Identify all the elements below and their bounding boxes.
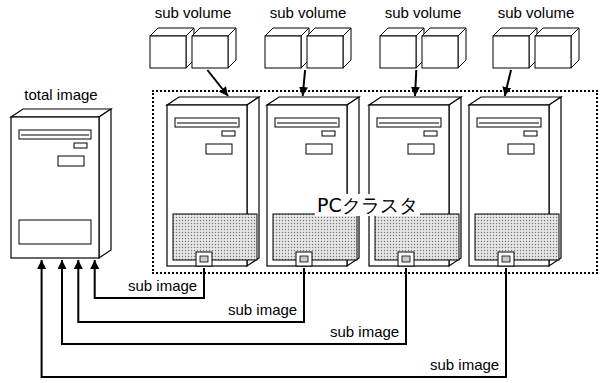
cluster-pc <box>468 96 562 268</box>
sub-volume-cubes <box>263 22 353 70</box>
pc-cluster-region: PCクラスタ <box>152 90 598 274</box>
sub-volume-cubes <box>491 22 581 70</box>
node-heading: total image <box>10 86 112 104</box>
total-image-pc: total image <box>10 86 112 260</box>
edge-label: sub image <box>127 277 198 295</box>
sub-volume-node: sub volume <box>488 4 584 70</box>
cluster-pc <box>266 96 360 268</box>
cluster-pc <box>166 96 260 268</box>
sub-volume-node: sub volume <box>375 4 471 70</box>
arrow-connector <box>415 70 416 96</box>
arrow-connector <box>505 70 511 96</box>
node-heading: sub volume <box>260 4 356 22</box>
arrow-connector <box>303 70 305 96</box>
arrow-connector <box>207 70 228 96</box>
cluster-label: PCクラスタ <box>315 194 420 216</box>
pc-tower-icon <box>468 96 562 268</box>
cluster-pc <box>368 96 462 268</box>
pc-tower-icon <box>266 96 360 268</box>
edge-label: sub image <box>329 323 400 341</box>
pc-tower-icon <box>10 108 112 260</box>
sub-volume-cubes <box>148 22 238 70</box>
pc-tower-icon <box>368 96 462 268</box>
sub-volume-cubes <box>378 22 468 70</box>
pc-tower-icon <box>166 96 260 268</box>
sub-volume-node: sub volume <box>260 4 356 70</box>
arrow-connector <box>78 260 304 322</box>
node-heading: sub volume <box>375 4 471 22</box>
edge-label: sub image <box>227 301 298 319</box>
arrow-connector <box>42 260 506 377</box>
node-heading: sub volume <box>145 4 241 22</box>
sub-volume-node: sub volume <box>145 4 241 70</box>
edge-label: sub image <box>429 356 500 374</box>
node-heading: sub volume <box>488 4 584 22</box>
